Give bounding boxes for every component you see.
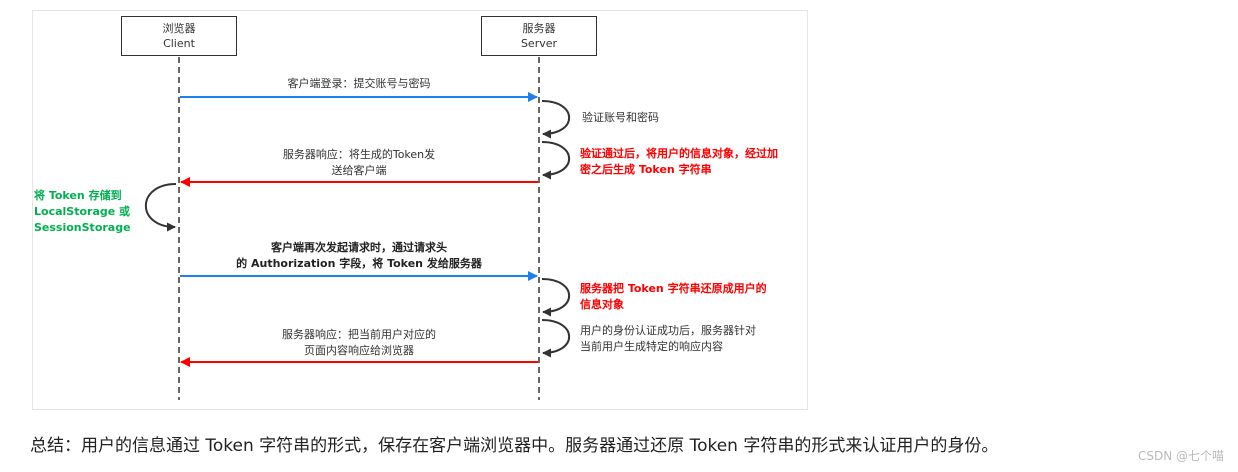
token-gen-line-2: 密之后生成 Token 字符串 [580, 163, 712, 176]
watermark: CSDN @七个喵 [1137, 449, 1224, 463]
auth-success-line-2: 当前用户生成特定的响应内容 [580, 340, 723, 353]
store-token-label: 将 Token 存储到 LocalStorage 或 SessionStorag… [34, 188, 131, 236]
client-actor-sub: Client [163, 37, 195, 50]
verify-self-loop [541, 100, 570, 139]
restore-line-2: 信息对象 [580, 298, 624, 311]
login-label: 客户端登录：提交账号与密码 [287, 77, 431, 90]
token-response-line-1: 服务器响应：将生成的Token发 [282, 148, 436, 161]
auth-success-label: 用户的身份认证成功后，服务器针对 当前用户生成特定的响应内容 [580, 323, 756, 355]
content-response-line-1: 服务器响应：把当前用户对应的 [282, 328, 436, 341]
summary-text: 总结：用户的信息通过 Token 字符串的形式，保存在客户端浏览器中。服务器通过… [30, 436, 999, 456]
store-token-line-3: SessionStorage [34, 221, 131, 234]
store-token-line-1: 将 Token 存储到 [34, 189, 122, 202]
server-actor-sub: Server [520, 37, 558, 50]
store-self-loop [144, 183, 177, 232]
token-gen-line-1: 验证通过后，将用户的信息对象，经过加 [580, 147, 778, 160]
token-response-label: 服务器响应：将生成的Token发 送给客户端 [180, 147, 538, 179]
restore-self-loop [541, 278, 570, 317]
server-actor-box: 服务器 Server [481, 16, 597, 56]
client-actor-name: 浏览器 [162, 22, 196, 35]
auth-request-line-1: 客户端再次发起请求时，通过请求头 [271, 241, 447, 254]
auth-self-loop [541, 319, 570, 358]
verify-label: 验证账号和密码 [582, 111, 659, 124]
content-response-label: 服务器响应：把当前用户对应的 页面内容响应给浏览器 [180, 327, 538, 359]
content-response-line-2: 页面内容响应给浏览器 [304, 344, 414, 357]
store-token-line-2: LocalStorage 或 [34, 205, 131, 218]
client-actor-box: 浏览器 Client [121, 16, 237, 56]
diagram-frame [32, 10, 808, 410]
server-actor-name: 服务器 [522, 22, 556, 35]
token-response-line-2: 送给客户端 [331, 164, 387, 177]
restore-label: 服务器把 Token 字符串还原成用户的 信息对象 [580, 281, 767, 313]
token-gen-self-loop [541, 141, 570, 180]
restore-line-1: 服务器把 Token 字符串还原成用户的 [580, 282, 767, 295]
auth-success-line-1: 用户的身份认证成功后，服务器针对 [580, 324, 756, 337]
auth-request-line-2: 的 Authorization 字段，将 Token 发给服务器 [236, 257, 482, 270]
auth-request-label: 客户端再次发起请求时，通过请求头 的 Authorization 字段，将 To… [180, 240, 538, 272]
token-gen-label: 验证通过后，将用户的信息对象，经过加 密之后生成 Token 字符串 [580, 146, 778, 178]
